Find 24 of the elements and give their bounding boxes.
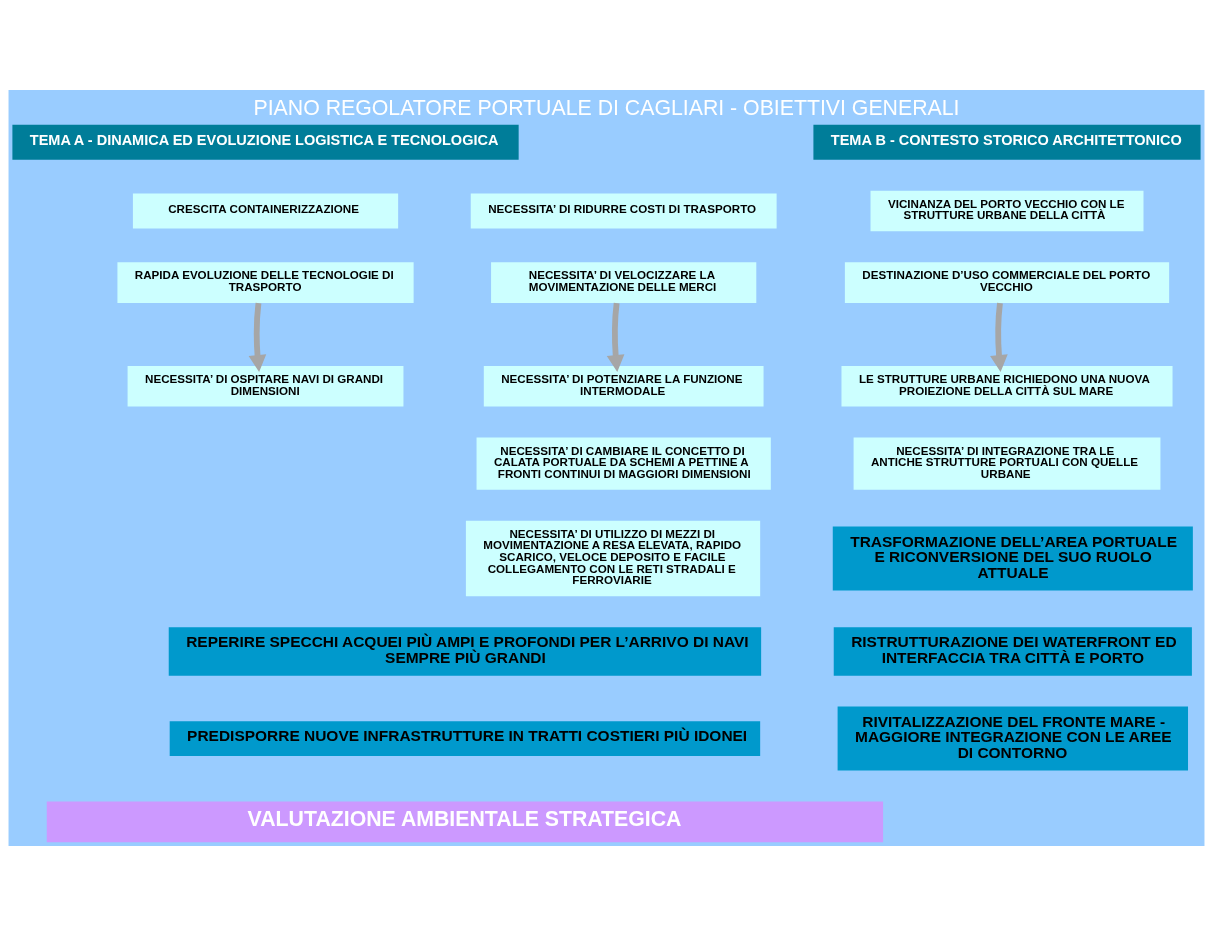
node-box: REPERIRE SPECCHI ACQUEI PIÙ AMPI E PROFONDI PER L’ARRIVO DI NAVI SEMPRE PIÙ GRANDI [168,626,762,676]
node-box: NECESSITA’ DI VELOCIZZARE LA MOVIMENTAZIONE DELLE MERCI [491,261,757,303]
node-box: TEMA B - CONTESTO STORICO ARCHITETTONICO [813,124,1201,160]
node-box: RAPIDA EVOLUZIONE DELLE TECNOLOGIE DI TRASPORTO [117,261,414,303]
node-box: CRESCITA CONTAINERIZZAZIONE [132,193,399,228]
node-box: NECESSITA’ DI UTILIZZO DI MEZZI DI MOVIMENTAZIONE A RESA ELEVATA, RAPIDO SCARICO, VELOCE DEPOSITO E FACILE COLLEGAMENTO CON LE RETI STRADALI E FERROVIARIE [465,520,761,596]
node-box: DESTINAZIONE D’USO COMMERCIALE DEL PORTO VECCHIO [844,261,1170,303]
node-box: LE STRUTTURE URBANE RICHIEDONO UNA NUOVA PROIEZIONE DELLA CITTÀ SUL MARE [841,365,1173,407]
node-box: NECESSITA’ DI CAMBIARE IL CONCETTO DI CALATA PORTUALE DA SCHEMI A PETTINE A FRONTI CONTINUI DI MAGGIORI DIMENSIONI [476,437,771,490]
node-box: RISTRUTTURAZIONE DEI WATERFRONT ED INTERFACCIA TRA CITTÀ E PORTO [833,626,1192,676]
node-box: VALUTAZIONE AMBIENTALE STRATEGICA [46,800,884,842]
node-box: NECESSITA’ DI OSPITARE NAVI DI GRANDI DIMENSIONI [127,365,404,407]
node-box: TEMA A - DINAMICA ED EVOLUZIONE LOGISTICA E TECNOLOGICA [12,124,519,160]
node-box: TRASFORMAZIONE DELL’AREA PORTUALE E RICONVERSIONE DEL SUO RUOLO ATTUALE [832,526,1193,590]
arrow [990,302,1008,372]
node-box: NECESSITA’ DI POTENZIARE LA FUNZIONE INTERMODALE [483,365,764,407]
node-box: VICINANZA DEL PORTO VECCHIO CON LE STRUTTURE URBANE DELLA CITTÀ [870,190,1144,231]
arrow [606,302,625,372]
diagram-title: PIANO REGOLATORE PORTUALE DI CAGLIARI - OBIETTIVI GENERALI [253,95,960,120]
node-box: PREDISPORRE NUOVE INFRASTRUTTURE IN TRATTI COSTIERI PIÙ IDONEI [169,720,761,756]
node-box: NECESSITA’ DI INTEGRAZIONE TRA LE ANTICHE STRUTTURE PORTUALI CON QUELLE URBANE [853,437,1161,490]
arrow [248,302,267,372]
node-box: NECESSITA’ DI RIDURRE COSTI DI TRASPORTO [470,193,777,228]
node-box: RIVITALIZZAZIONE DEL FRONTE MARE - MAGGIORE INTEGRAZIONE CON LE AREE DI CONTORNO [837,706,1188,770]
